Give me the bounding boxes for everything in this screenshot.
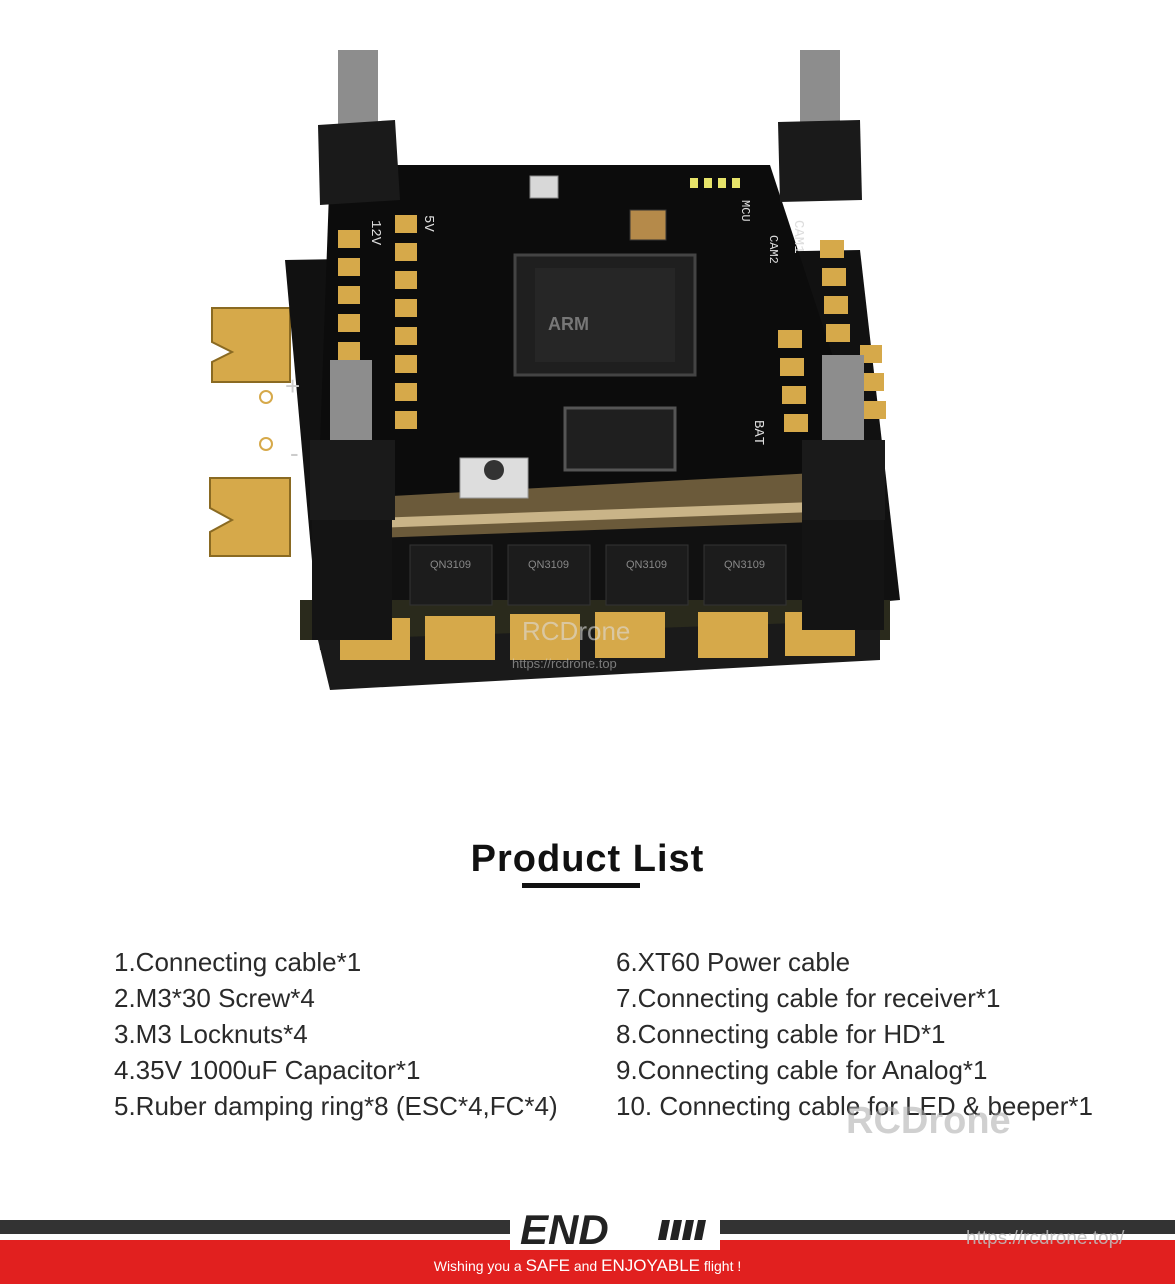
mosfet-text-2: QN3109 xyxy=(528,559,569,571)
silk-mcu: MCU xyxy=(738,200,752,222)
hole-minus xyxy=(259,437,273,451)
list-item: 9.Connecting cable for Analog*1 xyxy=(616,1055,988,1085)
watermark-mid: RCDrone xyxy=(846,1100,1011,1142)
photo-watermark: RCDrone xyxy=(522,616,630,646)
screw-front-right xyxy=(802,355,885,630)
product-list-left: 1.Connecting cable*1 2.M3*30 Screw*4 3.M… xyxy=(114,944,558,1124)
end-logo-text: END xyxy=(520,1206,609,1250)
minus-mark: - xyxy=(290,438,299,468)
list-item: 1.Connecting cable*1 xyxy=(114,947,362,977)
mosfet-text-3: QN3109 xyxy=(626,559,667,571)
list-item: 2.M3*30 Screw*4 xyxy=(114,983,315,1013)
silk-bat: BAT xyxy=(750,420,766,445)
screw-back-left xyxy=(318,50,400,205)
product-list-right: 6.XT60 Power cable 7.Connecting cable fo… xyxy=(616,944,1093,1124)
power-pad-minus xyxy=(209,477,291,557)
tagline-safe: SAFE xyxy=(525,1256,570,1275)
status-leds xyxy=(690,178,740,188)
list-item: 5.Ruber damping ring*8 (ESC*4,FC*4) xyxy=(114,1091,558,1121)
list-item: 7.Connecting cable for receiver*1 xyxy=(616,983,1001,1013)
photo-watermark-url: https://rcdrone.top xyxy=(512,656,617,671)
list-item: 6.XT60 Power cable xyxy=(616,947,851,977)
silk-cam1: CAM1 xyxy=(790,220,806,254)
silk-cam2: CAM2 xyxy=(766,235,780,264)
silk-12v: 12V xyxy=(367,220,383,246)
product-photo: QN3109 QN3109 QN3109 QN3109 xyxy=(209,50,900,690)
silk-5v: 5V xyxy=(420,215,436,232)
chip-label: ARM xyxy=(548,314,589,334)
tagline-and: and xyxy=(573,1258,598,1274)
tagline-enjoy: ENJOYABLE xyxy=(601,1256,700,1275)
plus-mark: + xyxy=(285,371,300,401)
secondary-chip xyxy=(563,406,677,472)
mosfet-row: QN3109 QN3109 QN3109 QN3109 xyxy=(409,544,787,606)
boot-button xyxy=(459,457,529,499)
fc-left-pads xyxy=(338,215,417,429)
screw-back-right xyxy=(778,50,862,202)
list-item: 10. Connecting cable for LED & beeper*1 xyxy=(616,1091,1093,1121)
screw-front-left xyxy=(310,360,395,640)
mosfet-text-4: QN3109 xyxy=(724,559,765,571)
fc-right-pads xyxy=(778,240,886,432)
mcu-chip: ARM xyxy=(513,253,697,377)
product-list-title: Product List xyxy=(470,838,705,880)
list-item: 3.M3 Locknuts*4 xyxy=(114,1019,308,1049)
end-logo: END xyxy=(510,1206,720,1250)
tagline-post: flight ! xyxy=(703,1258,742,1274)
hole-plus xyxy=(259,390,273,404)
power-pad-plus xyxy=(211,307,291,383)
product-list-title-wrap: Product List xyxy=(0,838,1175,881)
footer-tagline: Wishing you a SAFE and ENJOYABLE flight … xyxy=(0,1256,1175,1276)
barometer xyxy=(529,175,559,199)
capacitor xyxy=(629,209,667,241)
mosfet-text-1: QN3109 xyxy=(430,559,471,571)
tagline-pre: Wishing you a xyxy=(433,1258,522,1274)
footer-url: https://rcdrone.top/ xyxy=(966,1228,1125,1249)
list-item: 8.Connecting cable for HD*1 xyxy=(616,1019,946,1049)
title-underline xyxy=(522,883,640,888)
list-item: 4.35V 1000uF Capacitor*1 xyxy=(114,1055,421,1085)
